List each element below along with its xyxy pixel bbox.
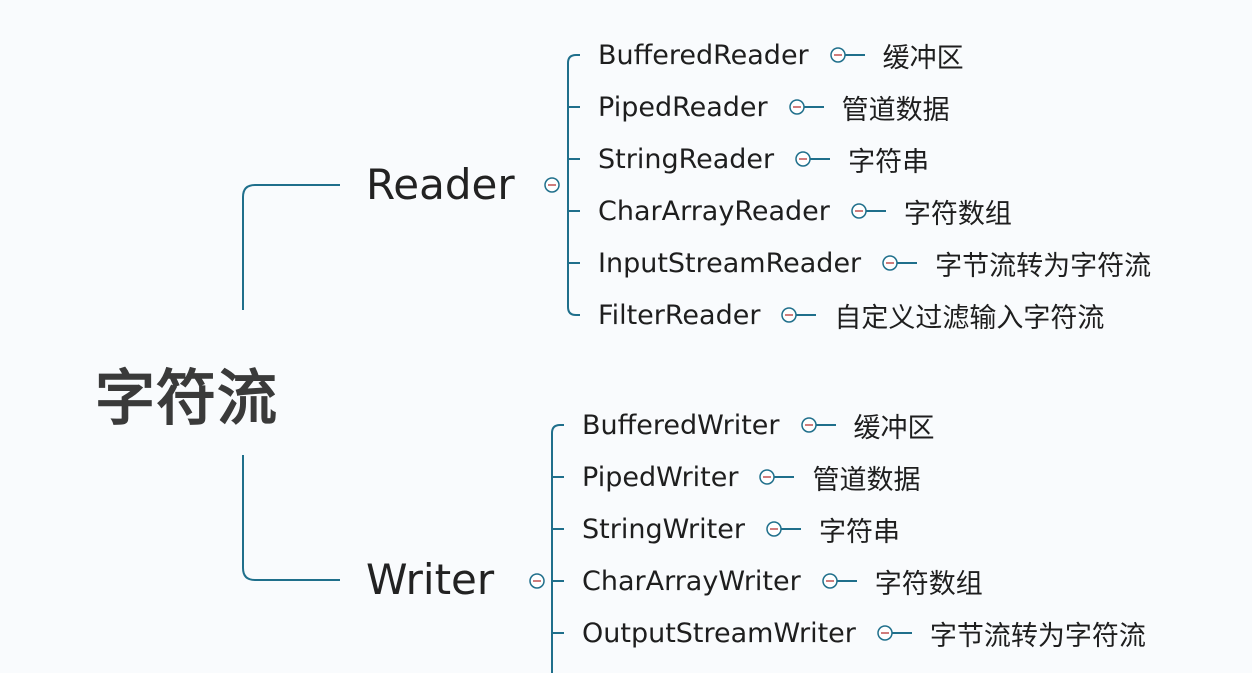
class-description: 字符串: [818, 516, 900, 548]
collapse-writer-icon[interactable]: [526, 571, 550, 591]
collapse-minus-icon[interactable]: [800, 415, 840, 435]
collapse-minus-icon[interactable]: [881, 253, 921, 273]
child-node[interactable]: PipedReader 管道数据: [598, 87, 950, 127]
collapse-minus-icon[interactable]: [780, 305, 820, 325]
class-description: 自定义过滤输入字符流: [834, 302, 1105, 334]
child-node[interactable]: BufferedReader 缓冲区: [598, 35, 964, 75]
branch-tick: [567, 306, 580, 316]
class-description: 缓冲区: [882, 42, 964, 74]
class-description: 字符串: [848, 146, 930, 178]
class-name: CharArrayWriter: [582, 565, 801, 597]
root-to-writer-line: [242, 455, 340, 581]
child-node[interactable]: FilterReader 自定义过滤输入字符流: [598, 295, 1104, 335]
class-name: InputStreamReader: [598, 247, 862, 279]
collapse-reader-icon[interactable]: [541, 175, 565, 195]
collapse-minus-icon[interactable]: [758, 467, 798, 487]
root-to-reader-line: [242, 184, 340, 310]
class-name: BufferedReader: [598, 39, 809, 71]
class-description: 管道数据: [841, 94, 950, 126]
class-description: 字符数组: [903, 198, 1012, 230]
collapse-minus-icon[interactable]: [850, 201, 890, 221]
class-description: 缓冲区: [853, 412, 935, 444]
collapse-minus-icon[interactable]: [794, 149, 834, 169]
class-name: PipedReader: [598, 91, 768, 123]
class-name: StringWriter: [582, 513, 745, 545]
child-node[interactable]: StringWriter 字符串: [582, 509, 900, 549]
collapse-minus-icon[interactable]: [765, 519, 805, 539]
class-name: CharArrayReader: [598, 195, 830, 227]
class-description: 管道数据: [812, 464, 921, 496]
class-name: PipedWriter: [582, 461, 739, 493]
class-description: 字节流转为字符流: [929, 620, 1146, 652]
reader-children-bracket: [567, 54, 580, 316]
collapse-minus-icon[interactable]: [876, 623, 916, 643]
class-name: OutputStreamWriter: [582, 617, 856, 649]
child-node[interactable]: PipedWriter 管道数据: [582, 457, 920, 497]
child-node[interactable]: CharArrayWriter 字符数组: [582, 561, 983, 601]
writer-children-bracket: [551, 424, 564, 673]
class-description: 字节流转为字符流: [935, 250, 1152, 282]
class-name: FilterReader: [598, 299, 761, 331]
child-node[interactable]: InputStreamReader 字节流转为字符流: [598, 243, 1151, 283]
child-node[interactable]: CharArrayReader 字符数组: [598, 191, 1012, 231]
collapse-minus-icon[interactable]: [788, 97, 828, 117]
root-node[interactable]: 字符流: [95, 364, 278, 434]
class-description: 字符数组: [874, 568, 983, 600]
child-node[interactable]: BufferedWriter 缓冲区: [582, 405, 935, 445]
branch-writer[interactable]: Writer: [366, 555, 495, 604]
class-name: StringReader: [598, 143, 775, 175]
child-node[interactable]: StringReader 字符串: [598, 139, 929, 179]
collapse-minus-icon[interactable]: [821, 571, 861, 591]
child-node[interactable]: OutputStreamWriter 字节流转为字符流: [582, 613, 1146, 653]
branch-tick: [567, 54, 580, 64]
branch-tick: [551, 424, 564, 434]
collapse-minus-icon[interactable]: [829, 45, 869, 65]
class-name: BufferedWriter: [582, 409, 780, 441]
branch-reader[interactable]: Reader: [366, 160, 515, 209]
